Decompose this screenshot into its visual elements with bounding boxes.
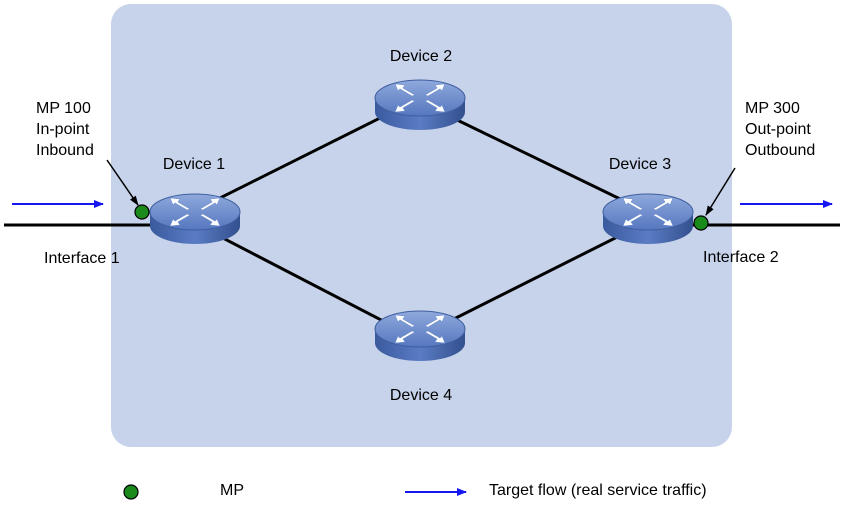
legend-mp-label: MP bbox=[220, 482, 244, 499]
link-device4-device3 bbox=[419, 220, 648, 338]
device-2-router-icon[interactable] bbox=[374, 79, 466, 131]
link-device1-device4 bbox=[191, 220, 413, 338]
mp-egress-label-line2: Out-point bbox=[745, 121, 811, 138]
mp-ingress-label-line3: Inbound bbox=[36, 142, 94, 159]
link-device1-device2 bbox=[191, 100, 413, 214]
device-1-router-icon[interactable] bbox=[149, 193, 241, 245]
device-4-router-icon[interactable] bbox=[374, 310, 466, 362]
interface-2-label: Interface 2 bbox=[703, 249, 779, 266]
mp-ingress-pointer bbox=[106, 159, 139, 206]
mp-egress-label-line3: Outbound bbox=[745, 142, 816, 159]
legend-flow-label: Target flow (real service traffic) bbox=[489, 482, 707, 499]
device-2-label: Device 2 bbox=[389, 48, 453, 65]
legend-mp-icon bbox=[123, 484, 139, 500]
mp-ingress-label-line2: In-point bbox=[36, 121, 90, 138]
device-1-label: Device 1 bbox=[162, 156, 226, 173]
mp-egress-label-line1: MP 300 bbox=[745, 100, 800, 117]
device-3-router-icon[interactable] bbox=[602, 193, 694, 245]
mp-egress-pointer bbox=[705, 167, 736, 216]
interface-1-label: Interface 1 bbox=[44, 250, 120, 267]
mp-ingress-label-line1: MP 100 bbox=[36, 100, 91, 117]
network-region bbox=[111, 4, 732, 447]
mp-egress-dot bbox=[693, 215, 709, 231]
mp-ingress-dot bbox=[134, 204, 150, 220]
device-4-label: Device 4 bbox=[389, 387, 453, 404]
device-3-label: Device 3 bbox=[608, 156, 672, 173]
